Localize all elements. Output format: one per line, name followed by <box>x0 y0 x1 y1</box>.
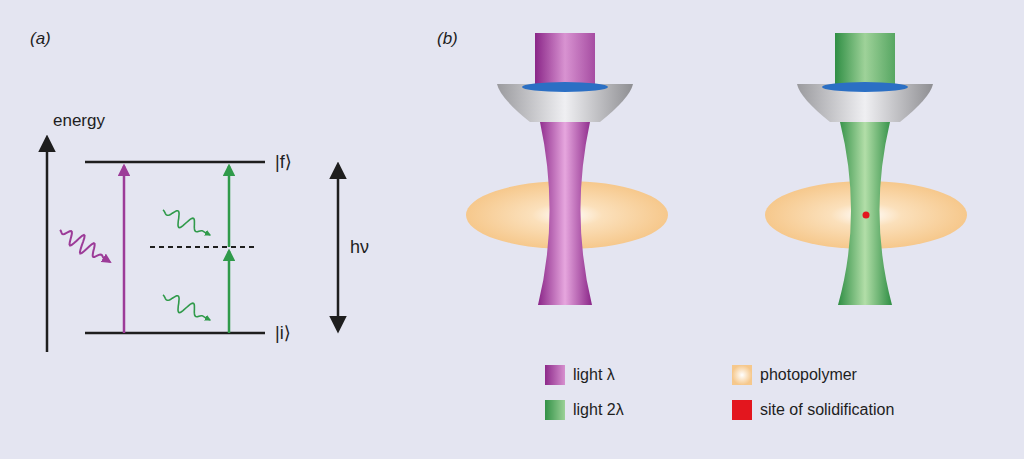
axis-label: energy <box>53 112 105 129</box>
legend-text: light 2λ <box>573 402 624 418</box>
legend-swatch <box>545 365 565 385</box>
state-label: |f⟩ <box>275 153 292 171</box>
legend-swatch <box>732 400 752 420</box>
state-label: |i⟩ <box>275 324 291 342</box>
energy-label: hν <box>350 238 369 256</box>
panel-label: (b) <box>437 30 458 47</box>
panel-label: (a) <box>30 30 51 47</box>
legend-swatch <box>732 365 752 385</box>
legend-swatch <box>545 400 565 420</box>
legend-text: site of solidification <box>760 402 894 418</box>
legend-text: light λ <box>573 367 615 383</box>
legend-text: photopolymer <box>760 367 857 383</box>
